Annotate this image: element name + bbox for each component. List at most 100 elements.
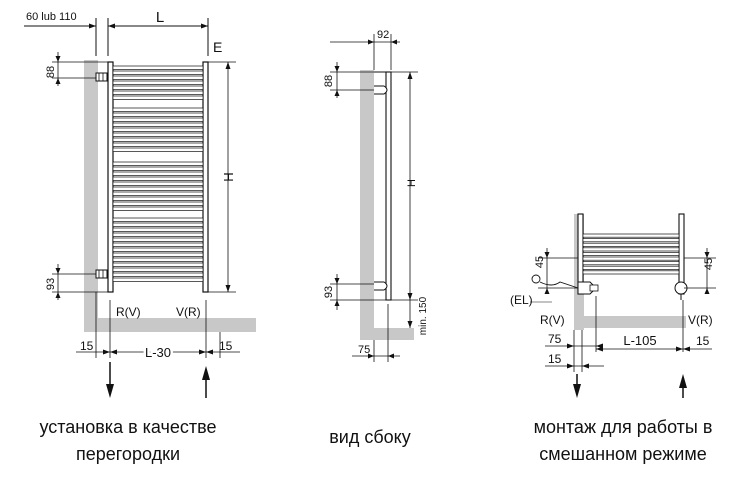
radiator-bar [112,272,204,277]
mixed-arrow-down [573,384,581,398]
mixed-caption-line-2: смешанном режиме [539,444,707,464]
radiator-bar [112,117,204,122]
mixed-label-el: (EL) [510,293,533,307]
radiator-bar [112,267,204,272]
side-caption-text: вид сбоку [329,427,411,447]
technical-drawing: 60 lub 110 L E 88 93 H [24,9,716,398]
mixed-el-plug [531,274,541,284]
front-caption-line-2: перегородки [75,444,181,464]
front-label-rv: R(V) [116,305,141,319]
front-caption-line-1: установка в качестве [39,417,217,437]
mixed-el-cable [539,281,579,289]
front-view-caption: установка в качестве перегородки [10,414,246,468]
radiator-bar [112,85,204,90]
side-floor [360,328,414,340]
mixed-caption-line-1: монтаж для работы в [533,417,713,437]
mixed-floor [574,316,686,328]
side-label-min150: min. 150 [418,296,429,335]
mixed-label-15-a: 15 [548,352,562,366]
radiator-bar [112,166,204,171]
front-right-tube [202,61,209,293]
radiator-bar [582,265,680,270]
radiator-bar [112,147,204,152]
radiator-bar [112,171,204,176]
radiator-bar [112,112,204,117]
front-label-pipe-offset: 60 lub 110 [26,11,77,23]
front-bottom-valve [95,269,108,279]
front-wall-vertical [84,60,98,332]
front-arrow-down [106,384,114,398]
radiator-bar [112,277,204,282]
front-radiator-bars [112,65,204,282]
front-label-vr: V(R) [176,305,201,319]
radiator-bar [112,75,204,80]
side-label-93: 93 [323,286,335,298]
front-label-15-right: 15 [219,339,233,353]
mixed-label-75: 75 [548,332,562,346]
side-label-75: 75 [358,344,370,356]
front-label-15-left: 15 [80,339,94,353]
mixed-label-vr: V(R) [688,313,713,327]
front-label-l30: L-30 [145,345,171,360]
radiator-bar [112,217,204,222]
radiator-bar [112,90,204,95]
radiator-bar [582,261,680,266]
radiator-bar [582,242,680,247]
front-wall-floor [84,318,256,332]
mixed-view: (EL) 45 45 R(V) V(R) 75 L-105 [510,213,716,398]
radiator-bar [112,206,204,211]
radiator-bar [582,256,680,261]
radiator-bar [112,262,204,267]
radiator-bar [112,191,204,196]
radiator-bar [582,233,680,238]
radiator-bar [112,222,204,227]
radiator-bar [112,65,204,70]
mixed-view-caption: монтаж для работы в смешанном режиме [508,414,738,468]
radiator-bar [112,196,204,201]
radiator-bar [112,237,204,242]
radiator-bar [112,232,204,237]
mixed-label-15-b: 15 [696,334,710,348]
side-radiator-profile [385,71,392,301]
radiator-bar [112,137,204,142]
radiator-bar [112,252,204,257]
side-top-hook [374,85,388,95]
radiator-bar [112,181,204,186]
radiator-bar [112,186,204,191]
radiator-bar [112,201,204,206]
side-view-caption: вид сбоку [300,424,440,451]
mixed-label-45-right: 45 [703,258,715,270]
radiator-bar [582,270,680,275]
radiator-bar [112,70,204,75]
front-arrow-up [202,366,210,380]
radiator-bar [112,257,204,262]
radiator-bar [112,247,204,252]
radiator-bar [112,176,204,181]
mixed-arrow-up [679,374,687,388]
radiator-bar [112,227,204,232]
front-top-valve [95,72,108,82]
radiator-bar [112,107,204,112]
front-label-h: H [221,172,236,181]
radiator-bar [112,95,204,100]
mixed-radiator-bars [582,233,680,275]
radiator-bar [582,252,680,256]
side-label-88: 88 [323,75,335,87]
front-label-88: 88 [45,66,57,78]
side-wall [360,70,374,340]
front-view: 60 lub 110 L E 88 93 H [24,9,256,398]
mixed-label-l105: L-105 [623,333,656,348]
front-label-e: E [213,39,222,55]
side-label-h: H [406,179,418,187]
side-view: 92 88 93 H min. 150 75 [323,29,429,362]
radiator-bar [112,242,204,247]
front-left-tube [107,61,114,293]
side-label-92: 92 [377,29,389,41]
side-bottom-hook [374,281,388,291]
radiator-bar [112,127,204,132]
front-label-93: 93 [45,278,57,290]
radiator-bar [582,247,680,252]
radiator-bar [112,161,204,166]
front-label-l: L [156,9,164,26]
mixed-label-45-left: 45 [534,256,546,268]
